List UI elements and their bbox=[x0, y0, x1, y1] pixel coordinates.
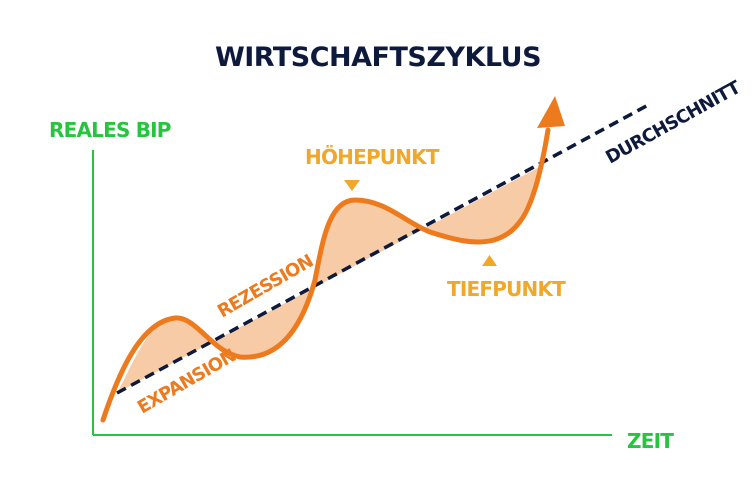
trough-label: TIEFPUNKT bbox=[447, 277, 566, 301]
y-axis-label: REALES BIP bbox=[49, 118, 171, 142]
peak-marker-icon bbox=[344, 180, 360, 191]
diagram-title: WIRTSCHAFTSZYKLUS bbox=[215, 42, 541, 73]
trough-marker-icon bbox=[482, 255, 497, 266]
cycle-curve bbox=[100, 127, 551, 423]
curve-arrow-head-icon bbox=[537, 96, 565, 128]
trend-line bbox=[116, 102, 651, 395]
trend-label: DURCHSCHNITT bbox=[602, 77, 745, 169]
peak-label: HÖHEPUNKT bbox=[305, 145, 440, 169]
x-axis-label: ZEIT bbox=[627, 429, 674, 453]
